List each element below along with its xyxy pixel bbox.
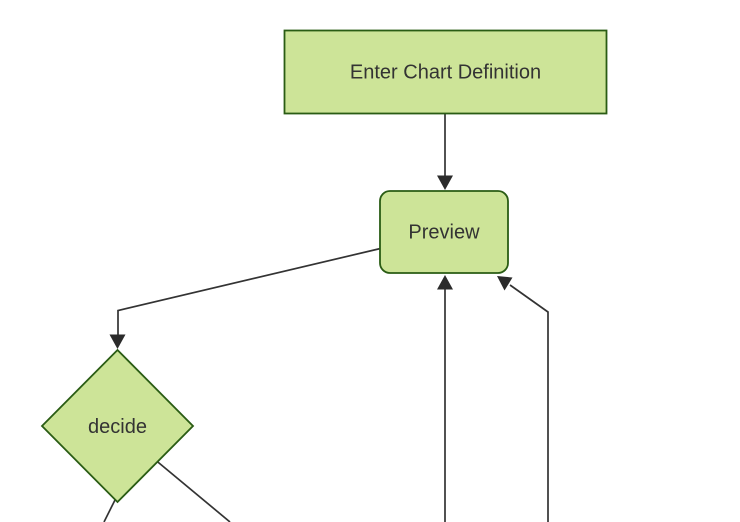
arrowhead-enter-to-preview-icon <box>437 175 453 190</box>
edge-decide-to-offscreen-right <box>155 459 231 522</box>
node-enter-chart-definition <box>283 29 608 115</box>
node-decide <box>40 348 195 504</box>
node-label-enter-chart-definition: Enter Chart Definition <box>350 62 541 84</box>
arrowhead-bottomright-to-preview-icon <box>497 276 513 291</box>
edge-decide-to-offscreen-left <box>103 499 116 522</box>
node-preview <box>379 190 509 274</box>
node-label-decide: decide <box>88 416 147 438</box>
node-label-preview: Preview <box>408 222 480 244</box>
arrowhead-preview-to-decide-icon <box>109 334 126 349</box>
edge-bottomright-to-preview <box>509 284 549 522</box>
edge-preview-to-decide <box>117 247 381 336</box>
arrowhead-bottom-to-preview-icon <box>437 275 453 290</box>
